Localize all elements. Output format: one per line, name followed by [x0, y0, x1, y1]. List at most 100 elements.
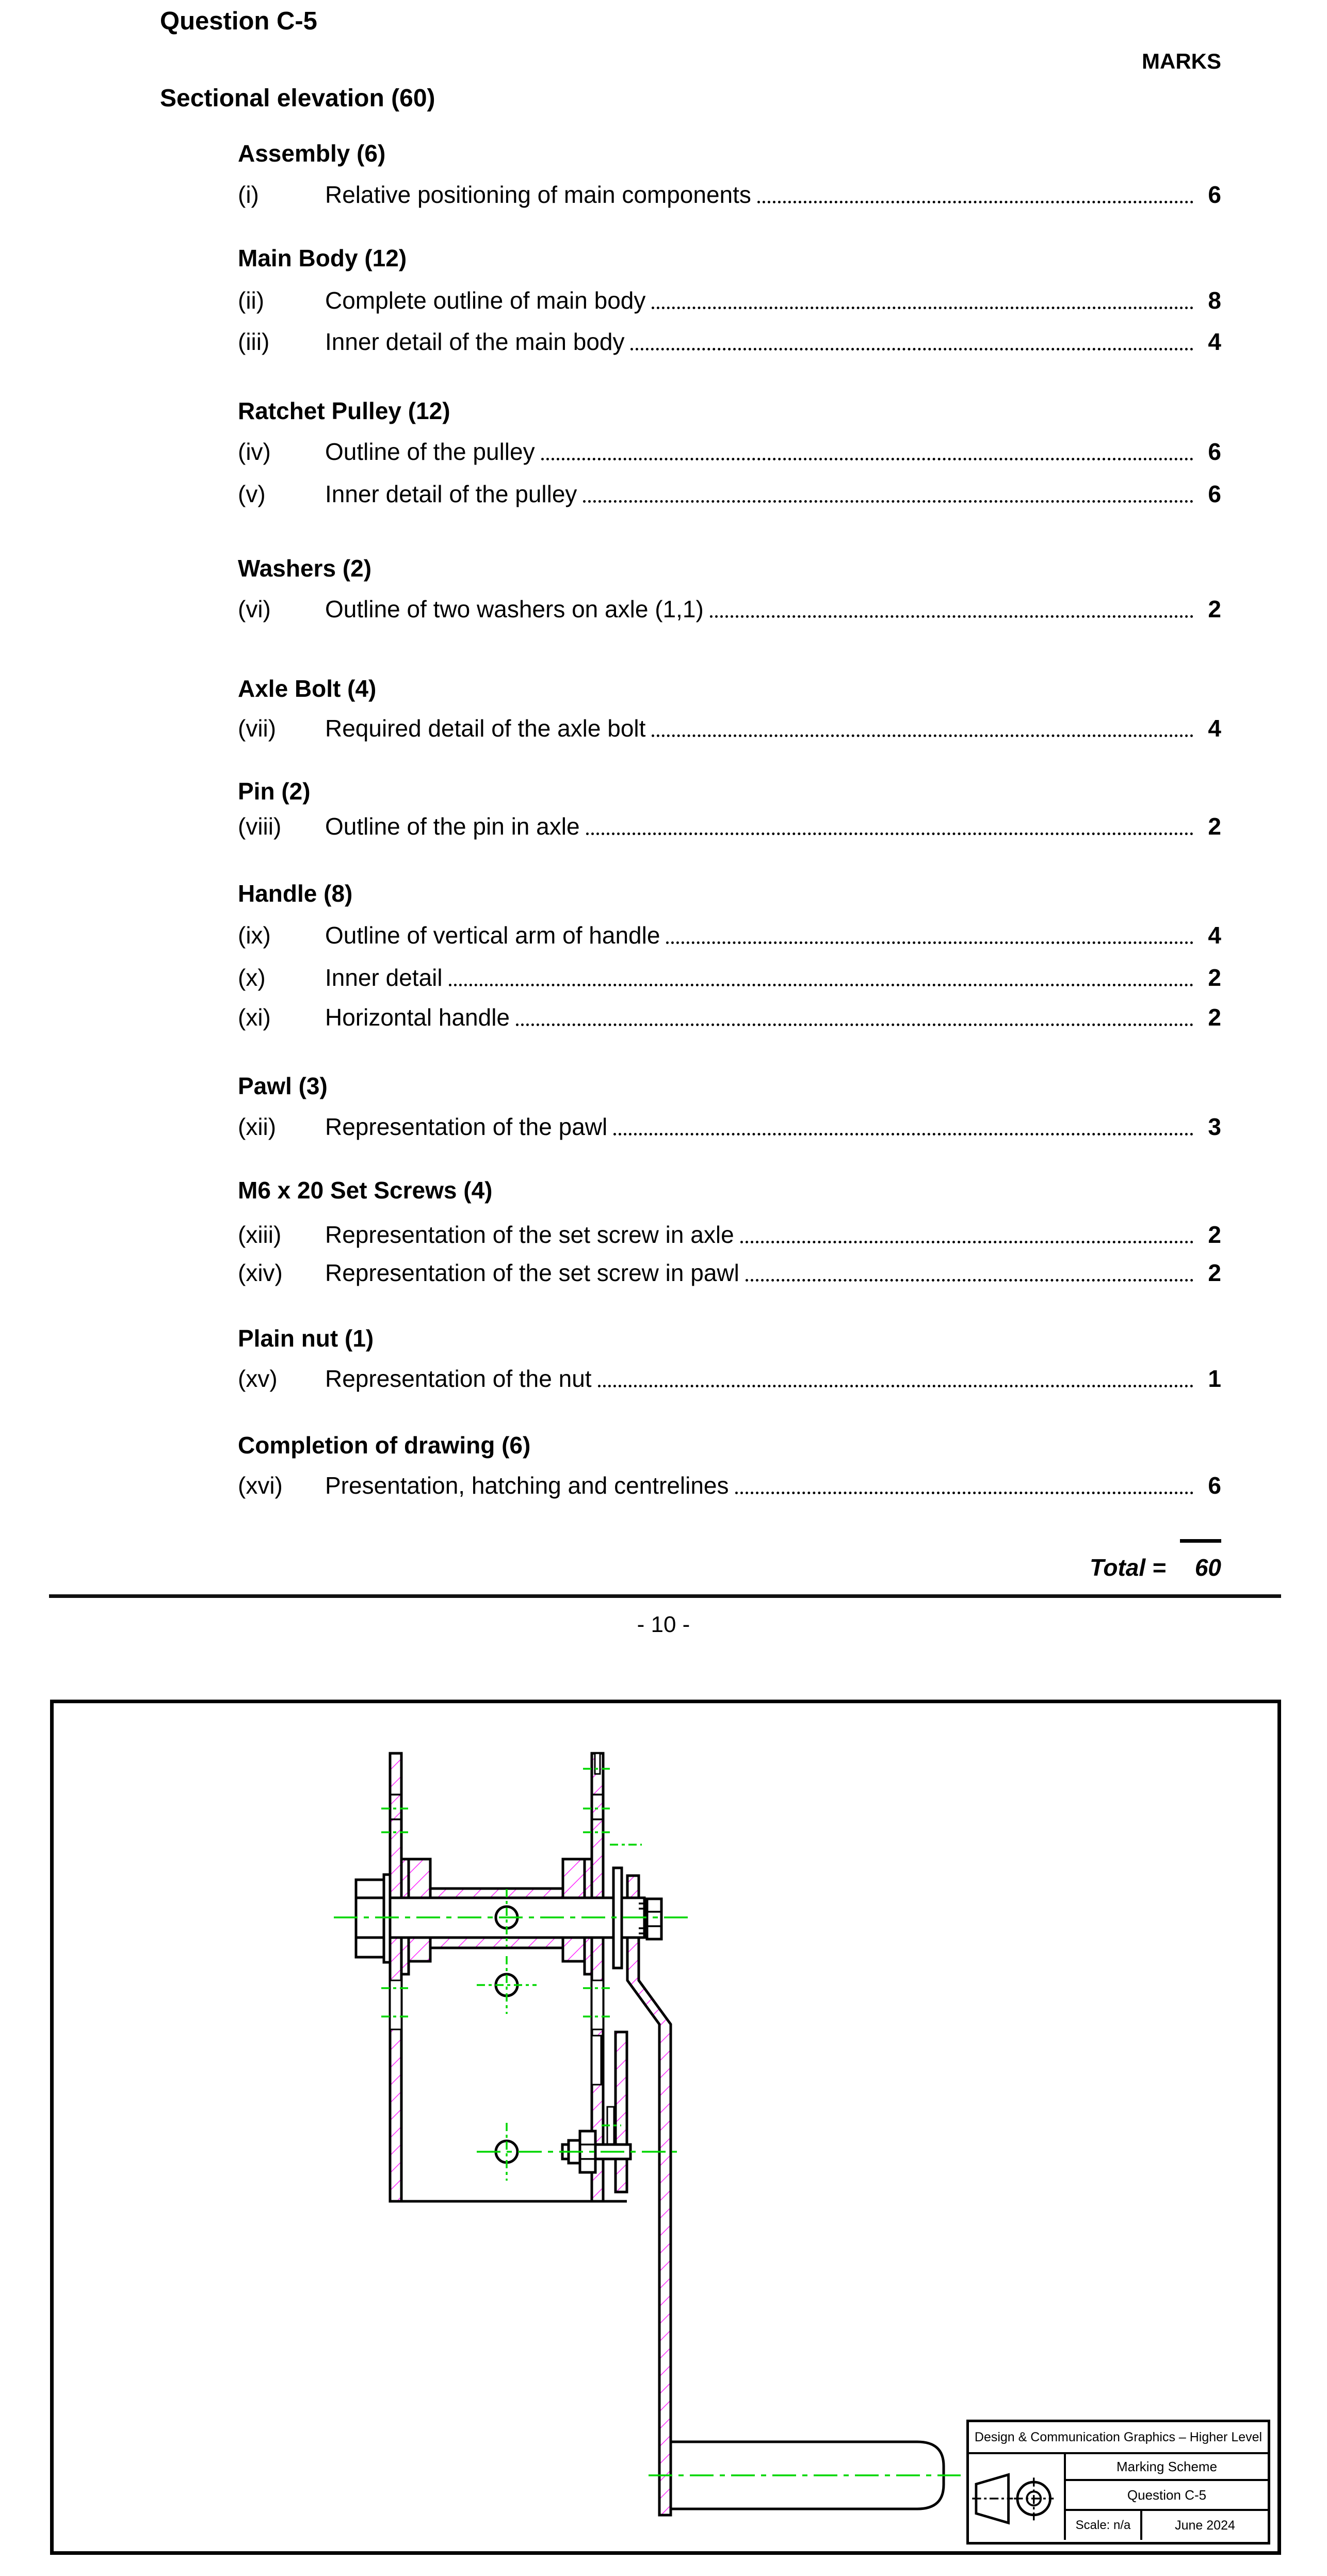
dotted-leader [613, 1115, 1193, 1135]
group-heading: Completion of drawing (6) [238, 1432, 531, 1459]
title-block-header: Design & Communication Graphics – Higher… [969, 2422, 1268, 2454]
item-text: Representation of the nut [325, 1365, 592, 1392]
marks-item: (vi) Outline of two washers on axle (1,1… [238, 595, 1221, 623]
marks-item: (xiv) Representation of the set screw in… [238, 1259, 1221, 1287]
item-text: Outline of the pin in axle [325, 813, 580, 840]
dotted-leader [652, 716, 1193, 737]
item-text: Inner detail of the pulley [325, 481, 577, 507]
item-mark: 2 [1208, 1221, 1221, 1248]
marks-item: (xvi) Presentation, hatching and centrel… [238, 1471, 1221, 1499]
sectional-elevation-drawing [334, 1752, 961, 2517]
footer-rule [49, 1594, 1281, 1598]
item-roman: (vi) [238, 596, 271, 622]
first-angle-projection-icon [969, 2454, 1066, 2540]
item-mark: 2 [1208, 1004, 1221, 1031]
group-heading: Main Body (12) [238, 245, 407, 271]
marks-item: (xii) Representation of the pawl 3 [238, 1113, 1221, 1141]
item-text: Required detail of the axle bolt [325, 715, 646, 742]
item-roman: (viii) [238, 813, 282, 840]
washer-left [382, 1873, 392, 1964]
title-block-date: June 2024 [1175, 2518, 1235, 2533]
item-text: Horizontal handle [325, 1004, 510, 1031]
group-heading: Plain nut (1) [238, 1325, 374, 1352]
item-roman: (xiv) [238, 1259, 283, 1286]
item-mark: 6 [1208, 181, 1221, 208]
marks-item: (v) Inner detail of the pulley 6 [238, 480, 1221, 508]
marks-item: (x) Inner detail 2 [238, 964, 1221, 991]
item-mark: 6 [1208, 438, 1221, 465]
pawl-plate [614, 2030, 628, 2194]
page-number: - 10 - [637, 1612, 690, 1637]
item-mark: 2 [1208, 813, 1221, 840]
item-roman: (v) [238, 481, 266, 507]
pulley-rim-top-left [407, 1858, 432, 1899]
drawing-frame: Design & Communication Graphics – Higher… [50, 1700, 1281, 2555]
marks-column-label: MARKS [1142, 49, 1221, 73]
item-roman: (iv) [238, 438, 271, 465]
dotted-leader [586, 814, 1193, 835]
item-text: Inner detail of the main body [325, 328, 625, 355]
marks-item: (xv) Representation of the nut 1 [238, 1365, 1221, 1393]
item-roman: (xi) [238, 1004, 271, 1031]
item-roman: (iii) [238, 328, 270, 355]
axle-nut [645, 1897, 663, 1941]
marks-item: (ii) Complete outline of main body 8 [238, 286, 1221, 314]
group-heading: M6 x 20 Set Screws (4) [238, 1177, 493, 1204]
dotted-leader [709, 597, 1193, 618]
right-plate-slot [591, 1979, 604, 2030]
left-side-plate [389, 1752, 403, 2203]
group-heading: Pin (2) [238, 778, 311, 805]
group-heading: Pawl (3) [238, 1073, 328, 1099]
item-roman: (i) [238, 181, 259, 208]
total-label: Total = [1090, 1554, 1166, 1581]
group-heading: Handle (8) [238, 880, 353, 907]
item-mark: 4 [1208, 328, 1221, 355]
pulley-rim-bottom-left [407, 1936, 432, 1963]
item-mark: 6 [1208, 1472, 1221, 1499]
marks-item: (viii) Outline of the pin in axle 2 [238, 812, 1221, 840]
item-mark: 2 [1208, 964, 1221, 991]
item-roman: (vii) [238, 715, 277, 742]
dotted-leader [745, 1261, 1193, 1282]
title-block-scale: Scale: n/a [1066, 2511, 1142, 2540]
item-text: Representation of the set screw in pawl [325, 1259, 739, 1286]
dotted-leader [740, 1223, 1193, 1243]
group-heading: Assembly (6) [238, 140, 386, 167]
page-title: Question C-5 [160, 7, 317, 35]
item-text: Representation of the set screw in axle [325, 1221, 734, 1248]
item-mark: 4 [1208, 715, 1221, 742]
dotted-leader [516, 1005, 1193, 1026]
item-roman: (xvi) [238, 1472, 283, 1499]
dotted-leader [757, 183, 1193, 203]
item-mark: 3 [1208, 1113, 1221, 1140]
item-roman: (x) [238, 964, 266, 991]
pulley-rim-bottom-right [561, 1936, 586, 1963]
dotted-leader [448, 966, 1193, 986]
section-heading: Sectional elevation (60) [160, 85, 435, 112]
item-mark: 2 [1208, 1259, 1221, 1286]
item-roman: (xii) [238, 1113, 277, 1140]
item-mark: 2 [1208, 596, 1221, 622]
title-block-scheme: Marking Scheme [1066, 2454, 1268, 2481]
handle-vertical-arm [626, 1874, 672, 2517]
item-text: Complete outline of main body [325, 287, 646, 314]
pulley-web-bottom [429, 1936, 564, 1949]
marks-item: (iv) Outline of the pulley 6 [238, 438, 1221, 466]
left-plate-slot [389, 1979, 402, 2030]
item-text: Outline of two washers on axle (1,1) [325, 596, 704, 622]
group-heading: Axle Bolt (4) [238, 675, 377, 702]
title-block-question: Question C-5 [1066, 2481, 1268, 2511]
pulley-rim-top-right [561, 1858, 586, 1899]
item-mark: 4 [1208, 922, 1221, 949]
dotted-leader [652, 289, 1193, 309]
item-text: Inner detail [325, 964, 443, 991]
marks-item: (ix) Outline of vertical arm of handle 4 [238, 921, 1221, 949]
item-mark: 1 [1208, 1365, 1221, 1392]
dotted-leader [630, 330, 1193, 350]
item-roman: (xv) [238, 1365, 278, 1392]
group-heading: Ratchet Pulley (12) [238, 397, 450, 424]
pulley-web-top [429, 1887, 564, 1899]
dotted-leader [583, 482, 1193, 503]
axle-bolt-head [354, 1878, 385, 1959]
